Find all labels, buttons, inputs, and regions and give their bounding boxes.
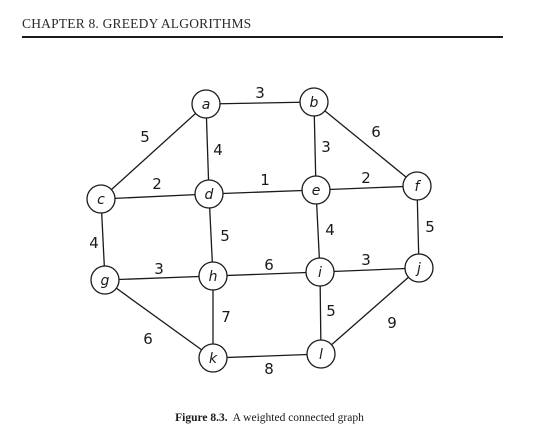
node-label-f: f bbox=[415, 179, 422, 195]
edge-weight-f-j: 5 bbox=[425, 218, 435, 236]
node-i: i bbox=[305, 257, 335, 287]
node-k: k bbox=[198, 343, 228, 373]
node-circle-h bbox=[198, 261, 228, 291]
node-j: j bbox=[404, 253, 434, 283]
edge-weight-b-e: 3 bbox=[321, 138, 331, 156]
weights-layer: 3 5 4 3 6 2 4 1 5 2 4 5 3 6 6 7 3 5 9 8 bbox=[89, 84, 435, 378]
node-l: l bbox=[306, 339, 336, 369]
node-label-k: k bbox=[209, 351, 218, 367]
edge-weight-g-h: 3 bbox=[154, 260, 164, 278]
node-d: d bbox=[194, 179, 224, 209]
edge-h-i bbox=[212, 271, 321, 277]
header-rule bbox=[22, 36, 503, 38]
node-circle-j bbox=[404, 253, 434, 283]
figure-number: Figure 8.3. bbox=[175, 412, 228, 424]
edge-k-l bbox=[212, 353, 322, 359]
node-circle-c bbox=[86, 184, 116, 214]
node-g: g bbox=[90, 265, 120, 295]
edge-weight-a-c: 5 bbox=[140, 128, 150, 146]
edge-d-e bbox=[208, 189, 317, 195]
edge-weight-g-k: 6 bbox=[143, 330, 153, 348]
node-circle-a bbox=[191, 89, 221, 119]
node-label-b: b bbox=[310, 95, 319, 111]
node-circle-l bbox=[306, 339, 336, 369]
node-c: c bbox=[86, 184, 116, 214]
figure-caption: Figure 8.3. A weighted connected graph bbox=[0, 412, 539, 424]
figure-caption-text: A weighted connected graph bbox=[232, 412, 364, 424]
edge-c-d bbox=[100, 193, 210, 200]
node-label-e: e bbox=[312, 183, 321, 199]
edge-a-b bbox=[205, 101, 315, 105]
edge-weight-b-f: 6 bbox=[371, 123, 381, 141]
node-circle-e bbox=[301, 175, 331, 205]
node-label-l: l bbox=[319, 347, 323, 363]
node-label-g: g bbox=[101, 273, 110, 289]
edge-weight-d-e: 1 bbox=[260, 171, 270, 189]
edge-weight-a-b: 3 bbox=[255, 84, 265, 102]
node-label-i: i bbox=[318, 265, 322, 281]
node-label-h: h bbox=[209, 269, 218, 285]
node-b: b bbox=[299, 87, 329, 117]
node-label-a: a bbox=[202, 97, 211, 113]
node-circle-g bbox=[90, 265, 120, 295]
node-label-c: c bbox=[97, 192, 105, 208]
node-circle-b bbox=[299, 87, 329, 117]
edge-weight-e-i: 4 bbox=[325, 221, 335, 239]
running-header: CHAPTER 8. GREEDY ALGORITHMS bbox=[22, 16, 252, 31]
edge-weight-k-l: 8 bbox=[264, 360, 274, 378]
edge-weight-d-h: 5 bbox=[220, 227, 230, 245]
nodes-layer: a b c d e f g h i j k l bbox=[86, 87, 434, 373]
node-circle-i bbox=[305, 257, 335, 287]
edge-weight-i-j: 3 bbox=[361, 251, 371, 269]
edge-g-h bbox=[104, 275, 214, 281]
edge-weight-a-d: 4 bbox=[213, 141, 223, 159]
edge-weight-h-k: 7 bbox=[221, 308, 231, 326]
node-circle-k bbox=[198, 343, 228, 373]
node-circle-d bbox=[194, 179, 224, 209]
edge-weight-c-d: 2 bbox=[152, 175, 162, 193]
node-f: f bbox=[402, 171, 432, 201]
edge-weight-h-i: 6 bbox=[264, 256, 274, 274]
edge-a-d bbox=[205, 103, 210, 195]
edge-e-f bbox=[315, 185, 418, 191]
edge-a-c bbox=[100, 103, 207, 200]
node-h: h bbox=[198, 261, 228, 291]
edge-weight-i-l: 5 bbox=[326, 302, 336, 320]
node-e: e bbox=[301, 175, 331, 205]
node-circle-f bbox=[402, 171, 432, 201]
node-a: a bbox=[191, 89, 221, 119]
node-label-j: j bbox=[415, 261, 421, 277]
node-label-d: d bbox=[205, 187, 214, 203]
edge-weight-e-f: 2 bbox=[361, 169, 371, 187]
edge-j-l bbox=[320, 267, 420, 355]
edge-weight-j-l: 9 bbox=[387, 314, 397, 332]
edge-weight-c-g: 4 bbox=[89, 234, 99, 252]
edge-g-k bbox=[104, 279, 214, 359]
edge-i-j bbox=[319, 267, 420, 273]
edge-b-e bbox=[313, 101, 317, 191]
edge-b-f bbox=[313, 101, 418, 187]
